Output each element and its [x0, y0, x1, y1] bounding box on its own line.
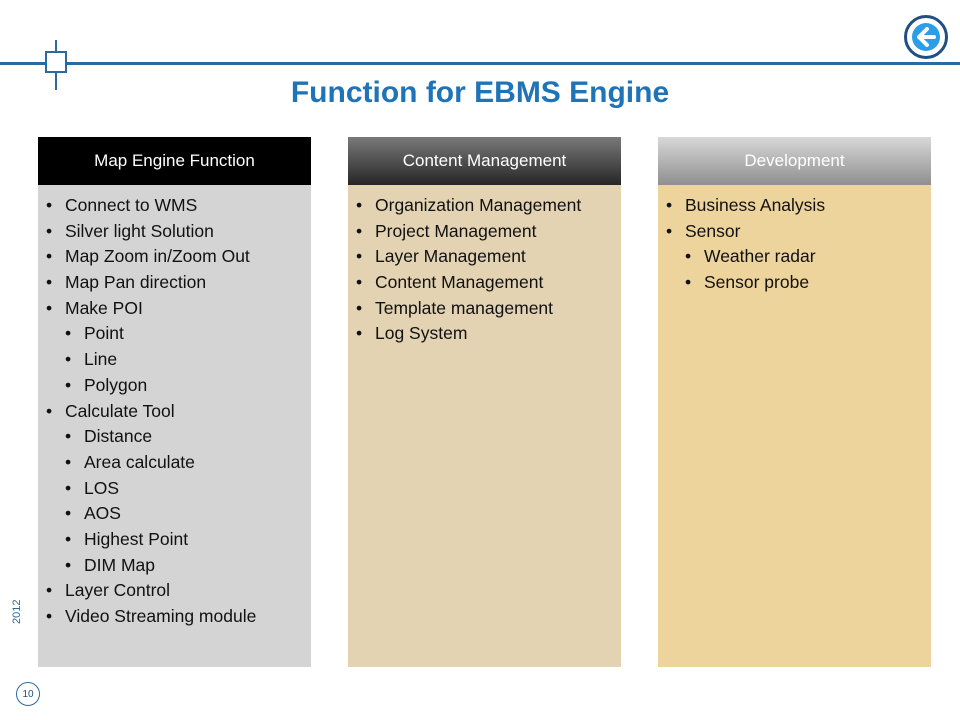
list-item: Highest Point [46, 529, 303, 549]
bullet-list: Organization Management Project Manageme… [356, 195, 613, 343]
page-number: 10 [16, 682, 40, 706]
list-item: Connect to WMS [46, 195, 303, 215]
column-body: Connect to WMS Silver light SolutionMap … [38, 185, 311, 667]
list-item: Area calculate [46, 452, 303, 472]
column-header: Map Engine Function [38, 137, 311, 185]
list-item: Silver light Solution [46, 221, 303, 241]
list-item: Layer Management [356, 246, 613, 266]
list-item: Weather radar [666, 246, 923, 266]
bullet-list: Business AnalysisSensorWeather radarSens… [666, 195, 923, 292]
list-item: Polygon [46, 375, 303, 395]
list-item: Map Zoom in/Zoom Out [46, 246, 303, 266]
column-map-engine: Map Engine Function Connect to WMS Silve… [38, 137, 311, 667]
list-item: LOS [46, 478, 303, 498]
column-header: Development [658, 137, 931, 185]
arrow-left-icon [912, 23, 940, 51]
bullet-list: Connect to WMS Silver light SolutionMap … [46, 195, 303, 626]
list-item: DIM Map [46, 555, 303, 575]
page-title: Function for EBMS Engine [290, 76, 670, 109]
footer-year: 2012 [11, 599, 23, 624]
list-item: Organization Management [356, 195, 613, 215]
list-item: Project Management [356, 221, 613, 241]
list-item: Template management [356, 298, 613, 318]
list-item: Distance [46, 426, 303, 446]
column-body: Business AnalysisSensorWeather radarSens… [658, 185, 931, 667]
column-body: Organization Management Project Manageme… [348, 185, 621, 667]
list-item: Log System [356, 323, 613, 343]
header-rule [0, 62, 960, 65]
list-item: Content Management [356, 272, 613, 292]
back-button[interactable] [904, 15, 948, 59]
list-item: Video Streaming module [46, 606, 303, 626]
column-header: Content Management [348, 137, 621, 185]
corner-ornament-box [45, 51, 67, 73]
list-item: Point [46, 323, 303, 343]
list-item: Business Analysis [666, 195, 923, 215]
list-item: Calculate Tool [46, 401, 303, 421]
column-content-management: Content Management Organization Manageme… [348, 137, 621, 667]
column-development: Development Business AnalysisSensorWeath… [658, 137, 931, 667]
list-item: Sensor probe [666, 272, 923, 292]
list-item: Map Pan direction [46, 272, 303, 292]
list-item: Layer Control [46, 580, 303, 600]
list-item: Sensor [666, 221, 923, 241]
list-item: Make POI [46, 298, 303, 318]
list-item: Line [46, 349, 303, 369]
list-item: AOS [46, 503, 303, 523]
